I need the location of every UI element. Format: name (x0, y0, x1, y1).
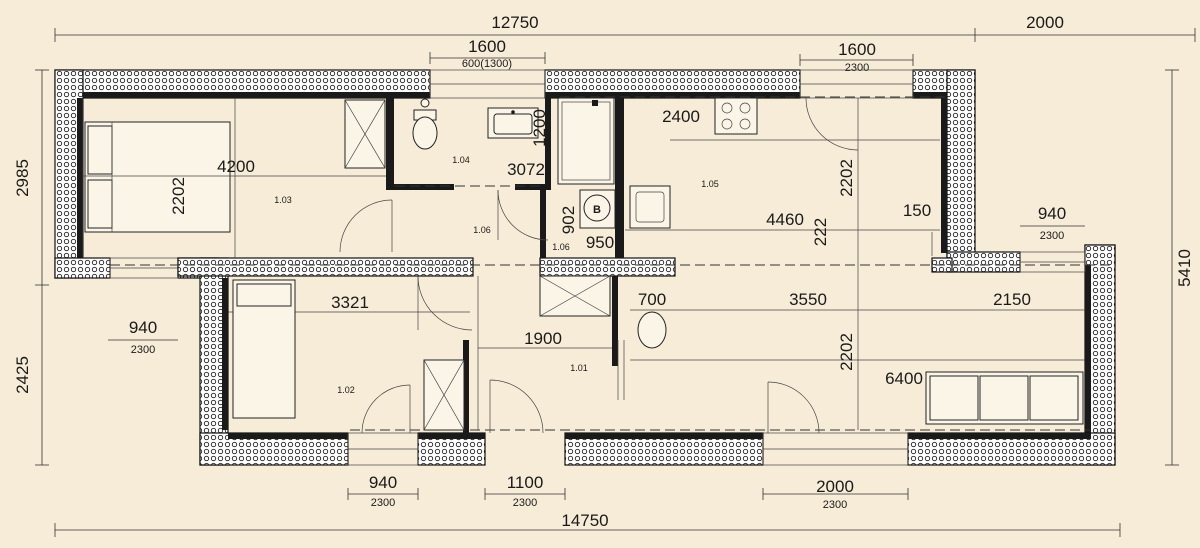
stove-icon (714, 97, 758, 135)
shower-icon (557, 97, 615, 185)
dim-boiler-height: 902 (559, 206, 578, 234)
dim-bottom-window-2: 2000 (816, 477, 854, 496)
single-bed-icon (232, 279, 296, 419)
room-label-1-02: 1.02 (337, 385, 355, 395)
dim-top-right: 2000 (1026, 13, 1064, 32)
dim-living-c: 2150 (993, 290, 1031, 309)
dim-room2-width: 3321 (331, 293, 369, 312)
room-label-1-06-hall: 1.06 (473, 225, 491, 235)
dim-living-length: 6400 (885, 369, 923, 388)
doors (339, 97, 859, 434)
room-label-1-04: 1.04 (452, 155, 470, 165)
dim-living-b: 3550 (789, 290, 827, 309)
sofa-icon (925, 371, 1084, 425)
room-label-1-06-boiler: 1.06 (552, 242, 570, 252)
dim-entry-door-sub: 2300 (513, 497, 537, 509)
dim-kitchen-height: 2202 (837, 159, 856, 197)
room-label-1-05: 1.05 (701, 179, 719, 189)
dim-left-window-sub: 2300 (131, 344, 155, 356)
dim-bottom-window-2-sub: 2300 (823, 499, 847, 511)
dim-left-window: 940 (129, 318, 157, 337)
wardrobe-icon (344, 99, 611, 431)
dim-right-window-sub: 2300 (1040, 230, 1064, 242)
dim-entry-door: 1100 (507, 473, 544, 492)
dim-living-a: 700 (638, 290, 666, 309)
dim-bedroom-height: 2202 (169, 177, 188, 215)
dim-left-upper: 2985 (13, 159, 32, 197)
dim-boiler-width: 950 (586, 233, 614, 252)
opening-dimensions: 1600 600(1300) 1600 2300 940 2300 940 23… (108, 37, 1085, 511)
dim-bedroom-width: 4200 (217, 157, 255, 176)
dim-left-lower: 2425 (13, 356, 32, 394)
dim-living-height: 2202 (837, 333, 856, 371)
room-label-1-03: 1.03 (274, 195, 292, 205)
dim-right-total: 5410 (1175, 249, 1194, 287)
dim-kitchen-window-sub: 2300 (845, 62, 869, 74)
dim-bottom-overall: 14750 (561, 511, 608, 530)
interior-dimensions: 4200 2202 1200 3072 902 950 2400 2202 44… (83, 107, 1085, 388)
boiler-icon: B (579, 189, 616, 229)
exterior-walls (54, 69, 1116, 466)
dim-bath-window-sub: 600(1300) (462, 58, 512, 70)
dim-bath-window: 1600 (468, 37, 506, 56)
dim-top-overall: 12750 (491, 13, 538, 32)
dim-bottom-window-1: 940 (369, 473, 397, 492)
window-frames (109, 69, 1086, 466)
dim-hall-width: 1900 (524, 329, 562, 348)
beam-lines (110, 96, 1110, 431)
room-labels: 1.03 1.04 1.05 1.06 1.06 1.02 1.01 (274, 155, 719, 395)
outer-dimensions: 12750 2000 14750 2985 2425 5410 (13, 13, 1196, 537)
round-sink-icon (637, 311, 667, 349)
dim-bottom-window-1-sub: 2300 (371, 497, 395, 509)
dim-kitchen-window: 1600 (838, 40, 876, 59)
svg-text:B: B (593, 204, 601, 216)
dim-kitchen-offset: 150 (903, 201, 931, 220)
dim-right-window: 940 (1038, 204, 1066, 223)
room-label-1-01: 1.01 (570, 363, 588, 373)
dim-bath-width: 3072 (507, 160, 545, 179)
dim-kitchen-length: 4460 (766, 210, 804, 229)
bed-icon (84, 121, 231, 233)
sink-icon (487, 107, 539, 139)
toilet-icon (412, 98, 438, 150)
kitchen-sink-icon (629, 185, 671, 229)
dim-kitchen-width: 2400 (662, 107, 700, 126)
dim-bath-height: 1200 (530, 109, 549, 147)
dim-kitchen-small: 222 (811, 218, 830, 246)
